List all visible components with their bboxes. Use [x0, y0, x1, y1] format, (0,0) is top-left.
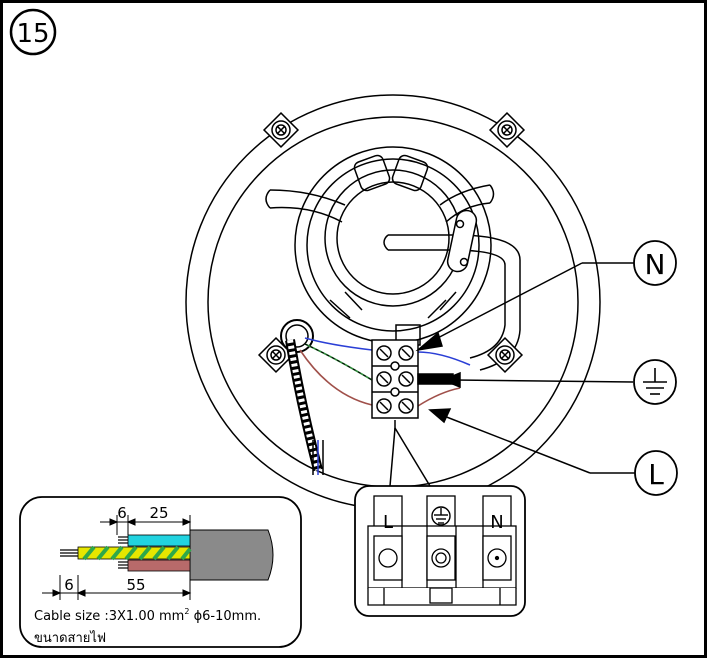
internal-wires	[299, 337, 471, 407]
callout-earth	[633, 359, 677, 405]
terminal-live-label: L	[383, 512, 393, 533]
callout-live: L	[634, 450, 678, 496]
terminal-block-mounted	[371, 339, 454, 419]
dim-top-short: 6	[117, 504, 127, 522]
step-number: 15	[16, 19, 49, 49]
dim-bottom-long: 55	[126, 576, 145, 594]
earth-icon	[643, 368, 667, 395]
cable-entry	[280, 319, 324, 475]
element-clamp	[446, 209, 478, 273]
terminal-neutral-label: N	[490, 512, 503, 533]
cable-strip-detail: 6 25 6 55 Cable size :3X1.00 mm2 ϕ6-10mm…	[19, 496, 302, 648]
callout-neutral: N	[633, 240, 677, 286]
dim-top-long: 25	[149, 504, 168, 522]
callout-live-label: L	[648, 458, 664, 491]
callout-neutral-label: N	[645, 248, 666, 281]
terminal-block-detail: L N	[354, 485, 526, 617]
callout-leaders	[389, 262, 635, 487]
cable-size-caption: Cable size :3X1.00 mm2 ϕ6-10mm.	[34, 607, 261, 624]
cable-size-caption-thai: ขนาดสายไฟ	[34, 630, 106, 646]
terminal-earth-icon	[431, 506, 451, 526]
dim-bottom-short: 6	[64, 576, 74, 594]
step-badge: 15	[9, 8, 57, 56]
